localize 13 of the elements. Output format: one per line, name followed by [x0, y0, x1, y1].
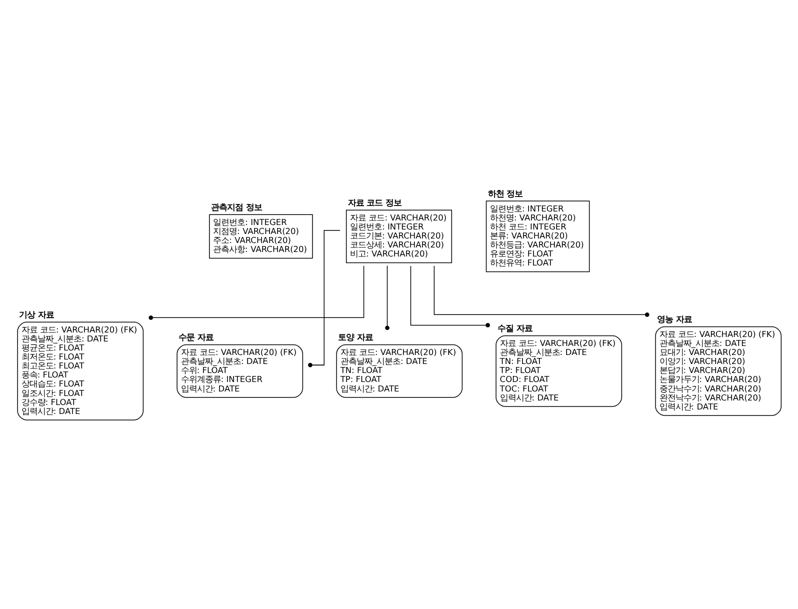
node-label: 자료 코드 정보: [348, 197, 402, 208]
connector: [385, 265, 390, 330]
connector: [308, 230, 340, 368]
connector: [148, 266, 364, 320]
node-label: 기상 자료: [19, 310, 54, 320]
node-label: 수문 자료: [178, 332, 214, 342]
node-label: 영농 자료: [657, 314, 692, 324]
connector: [410, 266, 490, 328]
node-label: 관측지점 정보: [210, 202, 262, 212]
node-label: 하천 정보: [488, 188, 523, 198]
node-label: 수질 자료: [498, 323, 532, 334]
node-label: 토양 자료: [338, 332, 373, 342]
connector: [434, 266, 650, 317]
